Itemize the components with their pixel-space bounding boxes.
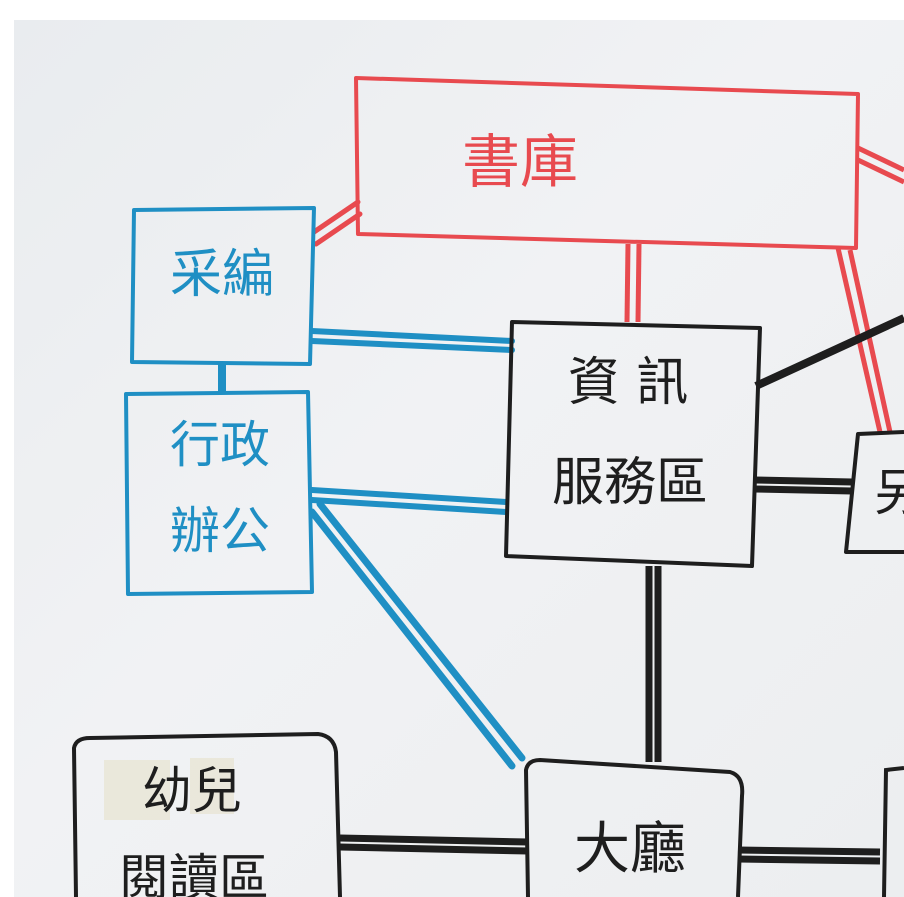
node-bottom-right-partial: [882, 766, 904, 897]
node-acq-label: 采編: [170, 245, 274, 305]
node-lobby: 大廳: [524, 758, 745, 897]
node-stacks: 書庫: [354, 76, 860, 250]
tape-strip-2: [190, 758, 234, 814]
node-right-label: 另: [874, 464, 904, 522]
edge-stacks-info: [624, 243, 642, 323]
edge-acq-info: [309, 328, 515, 353]
node-admin-label-1: 行政: [170, 416, 270, 474]
edge-admin-info: [309, 487, 509, 515]
node-lobby-label: 大廳: [574, 817, 686, 882]
edge-lobby-offright: [737, 846, 881, 865]
node-stacks-label: 書庫: [462, 128, 578, 196]
edge-stacks-offright: [856, 145, 904, 185]
edge-info-right: [753, 476, 853, 495]
edge-stacks-acq: [311, 199, 363, 247]
edge-info-offright: [754, 314, 904, 390]
node-children-label-1: 幼兒: [142, 762, 242, 820]
node-admin-label-2: 辦公: [170, 502, 270, 560]
node-info-label-1: 資 訊: [568, 353, 689, 413]
node-children: 幼兒 閱讀區: [72, 732, 342, 897]
node-admin: 行政 辦公: [124, 390, 314, 596]
edge-admin-lobby: [308, 500, 526, 770]
edge-info-lobby: [645, 566, 662, 762]
node-right: 另: [844, 430, 904, 554]
node-acq: 采編: [130, 206, 316, 366]
node-info: 資 訊 服務區: [504, 320, 762, 568]
node-info-label-2: 服務區: [552, 453, 708, 513]
edge-children-lobby: [339, 834, 529, 855]
tape-strip-1: [104, 760, 170, 820]
node-children-label-2: 閱讀區: [119, 849, 269, 897]
